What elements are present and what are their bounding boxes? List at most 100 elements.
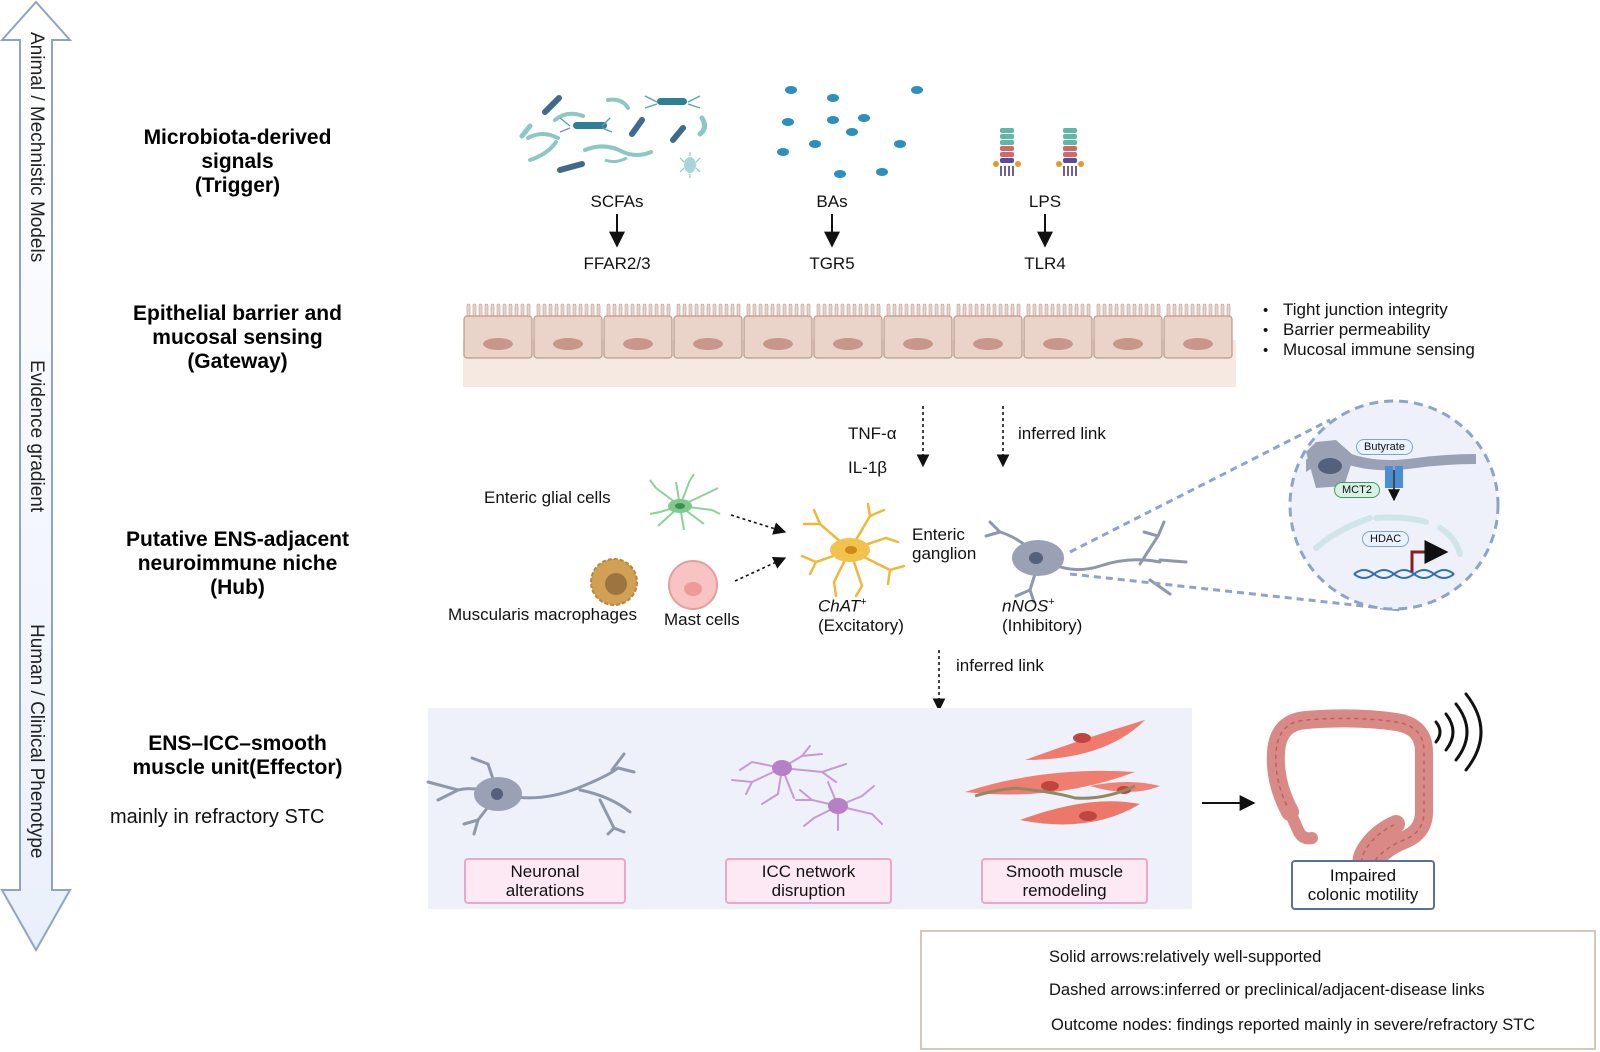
microvillus [876,303,881,317]
microvillus [776,303,781,317]
microvillus [998,303,1003,317]
microvillus [688,303,693,317]
microvillus [724,303,729,317]
chat-sup: + [860,596,867,608]
microvillus [870,303,875,317]
axis-label-gradient: Evidence gradient [26,360,47,513]
chat-neuron-label: ChAT+ (Excitatory) [818,593,904,635]
ganglion-label-line-1: Enteric [912,525,965,544]
microvillus [1226,303,1231,317]
epithelial-nucleus [973,338,1003,350]
microvillus [1214,303,1219,317]
microvillus [746,303,751,317]
signal-label-scfa: SCFAs [590,192,644,211]
microvillus [1196,303,1201,317]
row-title-trigger: Microbiota-derived signals (Trigger) [110,126,365,198]
microvillus [1156,303,1161,317]
microvillus [864,303,869,317]
microvillus [1080,303,1085,317]
microvillus [922,303,927,317]
epithelial-nucleus [903,338,933,350]
microvillus [1208,303,1213,317]
microvillus [1062,303,1067,317]
axis-label-animal: Animal / Mechnistic Models [26,32,47,263]
epithelial-cell [1163,315,1233,359]
effector-title-line-1: ENS–ICC–smooth [148,732,327,755]
epithelial-cell [743,315,813,359]
microvillus [956,303,961,317]
glia-dashed-arrow [730,514,787,535]
microvillus [858,303,863,317]
microvillus [606,303,611,317]
impaired-line-1: Impaired [1329,866,1397,885]
receptor-label-tgr5: TGR5 [809,254,855,273]
microvillus [648,303,653,317]
microvillus [736,303,741,317]
epithelial-cell [1093,315,1163,359]
row-title-effector: ENS–ICC–smooth muscle unit(Effector) [105,732,370,780]
microvillus [466,303,471,317]
epithelium-icon [463,303,1236,387]
barrier-bullet-list: Tight junction integrity Barrier permeab… [1263,300,1475,360]
nnos-role: (Inhibitory) [1002,615,1083,635]
microvillus [904,303,909,317]
microvillus [1102,303,1107,317]
microvillus [822,303,827,317]
bile-acid-particles-icon [777,86,923,178]
nnos-neuron-icon [984,520,1188,604]
microvillus [508,303,513,317]
macrophage-icon [590,558,638,606]
epithelial-cell [603,315,673,359]
inset-zoom-line-1 [1069,418,1331,554]
epithelial-cell [883,315,953,359]
trigger-title-line-3: (Trigger) [194,174,281,197]
inset-zoom-line-2 [1069,572,1401,612]
microvillus [806,303,811,317]
microvillus [526,303,531,317]
epithelial-cell [813,315,883,359]
bullet-immune-sensing: Mucosal immune sensing [1263,340,1475,360]
microvillus [566,303,571,317]
microvillus [730,303,735,317]
microvillus [1126,303,1131,317]
microvillus [886,303,891,317]
outcome-neuronal-line-2: alterations [505,881,585,900]
microvillus [840,303,845,317]
microvillus [946,303,951,317]
outcome-muscle-line-1: Smooth muscle [1005,862,1124,881]
microvillus [718,303,723,317]
smooth-muscle-icon [965,720,1160,825]
inferred-link-label-2: inferred link [956,656,1044,675]
gateway-title-line-3: (Gateway) [187,350,288,373]
microvillus [590,303,595,317]
legend: Solid arrows:relatively well-supported D… [920,930,1596,1050]
chat-neuron-icon [800,502,906,598]
microvillus [700,303,705,317]
signal-label-lps: LPS [1028,192,1062,211]
microvillus [712,303,717,317]
microvillus [968,303,973,317]
outcome-smooth-muscle: Smooth muscle remodeling [981,858,1148,904]
microvillus [1184,303,1189,317]
microvillus [828,303,833,317]
epithelial-nucleus [483,338,513,350]
microvillus [916,303,921,317]
microvillus [782,303,787,317]
microvillus [618,303,623,317]
outcome-muscle-line-2: remodeling [1022,881,1107,900]
microvillus [630,303,635,317]
epithelial-nucleus [1183,338,1213,350]
outcome-neuronal-line-1: Neuronal [510,862,580,881]
microvillus [1038,303,1043,317]
epithelial-nucleus [763,338,793,350]
hub-title-line-1: Putative ENS-adjacent [126,528,349,551]
microvillus [596,303,601,317]
colon-icon [1266,709,1433,878]
legend-outcome-label: Outcome nodes: findings reported mainly … [1051,1016,1536,1034]
microvillus [1172,303,1177,317]
microvillus [758,303,763,317]
row-title-hub: Putative ENS-adjacent neuroimmune niche … [105,528,370,600]
microvillus [752,303,757,317]
microvillus [1120,303,1125,317]
microvillus [1096,303,1101,317]
